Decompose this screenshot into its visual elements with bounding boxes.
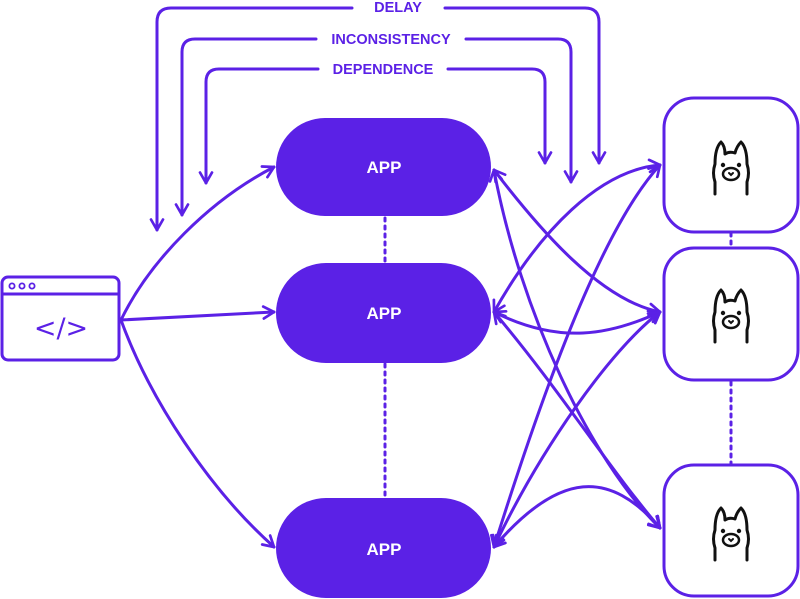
dependence-connector	[206, 67, 545, 183]
app-node-3: APP	[276, 498, 491, 598]
inconsistency-label: INCONSISTENCY	[331, 32, 451, 48]
client-to-app-3-arrow	[119, 318, 276, 549]
dependence-label: DEPENDENCE	[333, 62, 434, 78]
inconsistency-connector	[182, 37, 571, 215]
client-window: </>	[0, 275, 121, 362]
app-3-to-model-1-arrow	[490, 163, 662, 549]
app-3-to-model-2-arrow	[491, 310, 662, 549]
app-3-to-model-3-arrow	[492, 485, 662, 549]
app-node-1: APP	[276, 118, 491, 216]
model-node-3	[662, 463, 800, 598]
window-dot-icon	[8, 282, 16, 290]
model-node-1	[662, 96, 800, 234]
client-to-app-1-arrow	[119, 165, 276, 322]
model-node-2	[662, 246, 800, 382]
window-dot-icon	[18, 282, 26, 290]
app-label: APP	[367, 540, 402, 559]
code-icon: </>	[34, 313, 88, 344]
app-label: APP	[367, 304, 402, 323]
window-dot-icon	[28, 282, 36, 290]
app-1-to-model-2-arrow	[492, 168, 662, 318]
delay-connector	[157, 6, 599, 230]
delay-label: DELAY	[374, 0, 422, 16]
app-2-to-model-1-arrow	[492, 158, 662, 314]
app-label: APP	[367, 158, 402, 177]
app-node-2: APP	[276, 263, 491, 363]
client-to-app-2-arrow	[119, 305, 276, 322]
